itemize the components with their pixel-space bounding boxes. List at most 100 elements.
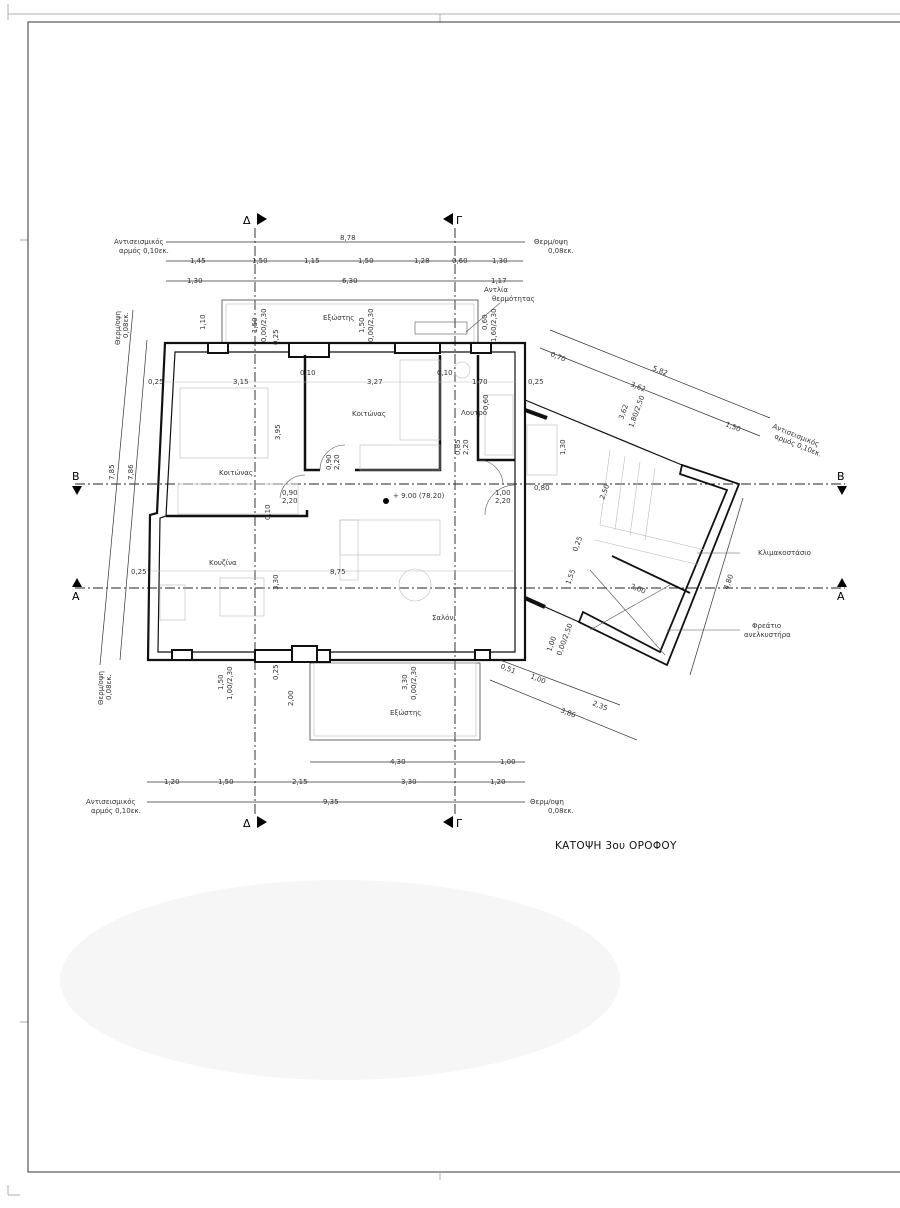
section-marker-gamma-bottom: Γ: [456, 817, 463, 830]
dim-depth: 3,95: [274, 424, 282, 440]
thermal-facade-label-bottom: Θερμ/οψη: [530, 798, 564, 806]
thermal-facade-label-2: 0,08εκ.: [548, 247, 574, 255]
dim-top-row3: 1,30: [187, 277, 203, 285]
stair-dim: 0,70: [549, 350, 566, 363]
dim-bottom-row2: 1,50: [218, 778, 234, 786]
dim-top-row2: 1,15: [304, 257, 320, 265]
dim-left: 7,85: [108, 464, 116, 480]
dim-bath: 0,60: [482, 394, 490, 410]
dim-top-row2: 1,45: [190, 257, 206, 265]
stair-dim: 1,50: [724, 420, 741, 433]
sheet-frame: [7, 4, 900, 1196]
stair-dim: 0,80: [534, 484, 550, 492]
dim-width: 8,75: [330, 568, 346, 576]
seismic-joint-label-bottom: Αντισεισμικός: [86, 798, 136, 806]
stair-dim: 3,62: [629, 380, 646, 393]
door-label: 1,00: [495, 489, 511, 497]
thermal-facade-label-left-2: 0,08εκ.: [122, 312, 130, 338]
stair-dim: 2,35: [591, 699, 608, 712]
door-label: 2,20: [282, 497, 298, 505]
seismic-joint-label-bottom-2: αρμός 0,10εκ.: [91, 807, 141, 815]
stair-dim: 2,50: [598, 483, 611, 500]
room-label-kitchen: Κουζίνα: [209, 559, 237, 567]
stair-dim: 1,00: [529, 672, 546, 685]
dim-top-row3: 6,30: [342, 277, 358, 285]
dim-bath-width: 1,70: [472, 378, 488, 386]
thermal-facade-label-left: Θερμ/οψη: [114, 311, 122, 345]
window-label: 3,30: [401, 674, 409, 690]
balcony-bottom: [309, 662, 481, 741]
window-label: 0,60: [481, 314, 489, 330]
dim-top-row2: 1,30: [492, 257, 508, 265]
blurred-area: [60, 880, 620, 1080]
dim-left: 7,86: [127, 464, 135, 480]
stair-dim: 1,55: [564, 568, 577, 585]
room-label-bedroom-1: Κοιτώνας: [219, 469, 253, 477]
stair-dim: 0,51: [499, 662, 516, 675]
window-label: 1,50: [217, 674, 225, 690]
room-label-living: Σαλόνι: [432, 614, 456, 622]
dim-top-row2: 1,28: [414, 257, 430, 265]
window-label: 0,00/2,30: [367, 308, 375, 342]
dim-bottom-row1: 1,00: [500, 758, 516, 766]
stair-dim: 1,30: [559, 439, 567, 455]
door-label: 0,90: [325, 454, 333, 470]
opening-labels: 1,50 0,00/2,30 1,50 0,00/2,30 0,60 1,60/…: [217, 308, 646, 700]
stair-dim: 5,82: [651, 364, 668, 377]
window-label: 1,80/2,50: [627, 394, 646, 428]
dim-bedroom1-width: 3,15: [233, 378, 249, 386]
heat-pump-label-1: Αντλία: [484, 286, 508, 294]
dim-wall: 0,10: [300, 369, 316, 377]
dim-wall: 0,25: [131, 568, 147, 576]
section-marker-b-left: B: [72, 470, 80, 483]
thermal-facade-label: Θερμ/οψη: [534, 238, 568, 246]
section-marker-delta-bottom: Δ: [243, 817, 251, 830]
section-marker-delta-top: Δ: [243, 214, 251, 227]
seismic-joint-label: Αντισεισμικός: [114, 238, 164, 246]
building-walls: [146, 341, 527, 663]
dim-bottom-row2: 2,15: [292, 778, 308, 786]
level-mark: + 9.00 (78.20): [393, 492, 445, 500]
section-lines: Δ Γ Δ Γ B B A A: [72, 213, 847, 830]
window-label: 3,62: [617, 403, 630, 420]
dim-top-row2: 1,50: [358, 257, 374, 265]
room-label-stairwell: Κλιμακοστάσιο: [758, 549, 811, 557]
dim-wall: 0,10: [264, 504, 272, 520]
section-marker-a-right: A: [837, 590, 845, 603]
dim-wall: 0,25: [528, 378, 544, 386]
thermal-facade-label-bottom-2: 0,08εκ.: [548, 807, 574, 815]
dim-balcony-depth: 2,00: [287, 690, 295, 706]
room-label-elevator-2: ανελκυστήρα: [744, 631, 791, 639]
stair-dim: 2,00: [629, 582, 646, 595]
room-label-bedroom-2: Κοιτώνας: [352, 410, 386, 418]
window-label: 1,50: [358, 317, 366, 333]
door-label: 2,20: [462, 439, 470, 455]
dim-bottom-row1: 4,30: [390, 758, 406, 766]
room-label-balcony-top: Εξώστης: [323, 314, 354, 322]
door-label: 0,90: [282, 489, 298, 497]
level-marker-icon: [383, 498, 389, 504]
heat-pump-label-2: θερμότητας: [492, 295, 535, 303]
dim-top-total: 8,78: [340, 234, 356, 242]
room-labels: Κοιτώνας Κοιτώνας Λουτρό Κουζίνα Σαλόνι …: [209, 286, 811, 717]
dim-bottom-row2: 1,20: [490, 778, 506, 786]
dim-wall: 0,25: [272, 664, 280, 680]
thermal-facade-label-left-b: Θερμ/οψη: [97, 671, 105, 705]
dim-depth: 3,30: [272, 574, 280, 590]
stair-dim: 3,86: [559, 706, 577, 719]
window-label: 0,00/2,50: [555, 622, 574, 656]
dim-bottom-total: 9,35: [323, 798, 339, 806]
window-label: 1,60/2,30: [490, 308, 498, 342]
door-label: 2,20: [333, 454, 341, 470]
section-marker-a-left: A: [72, 590, 80, 603]
dimensions-interior: 3,15 3,27 1,70 0,25 0,25 0,25 0,10 0,10 …: [131, 314, 544, 706]
dim-wall: 0,25: [148, 378, 164, 386]
dim-balcony-depth: 1,10: [199, 314, 207, 330]
drawing-title: ΚΑΤΟΨΗ 3ου ΟΡΟΦΟΥ: [555, 840, 677, 852]
dimensions-bottom: 4,30 1,00 1,20 1,50 2,15 3,30 1,20 9,35 …: [86, 758, 574, 815]
dim-top-row3: 1,17: [491, 277, 507, 285]
dim-bedroom2-width: 3,27: [367, 378, 383, 386]
section-marker-b-right: B: [837, 470, 845, 483]
window-label: 0,00/2,30: [410, 666, 418, 700]
